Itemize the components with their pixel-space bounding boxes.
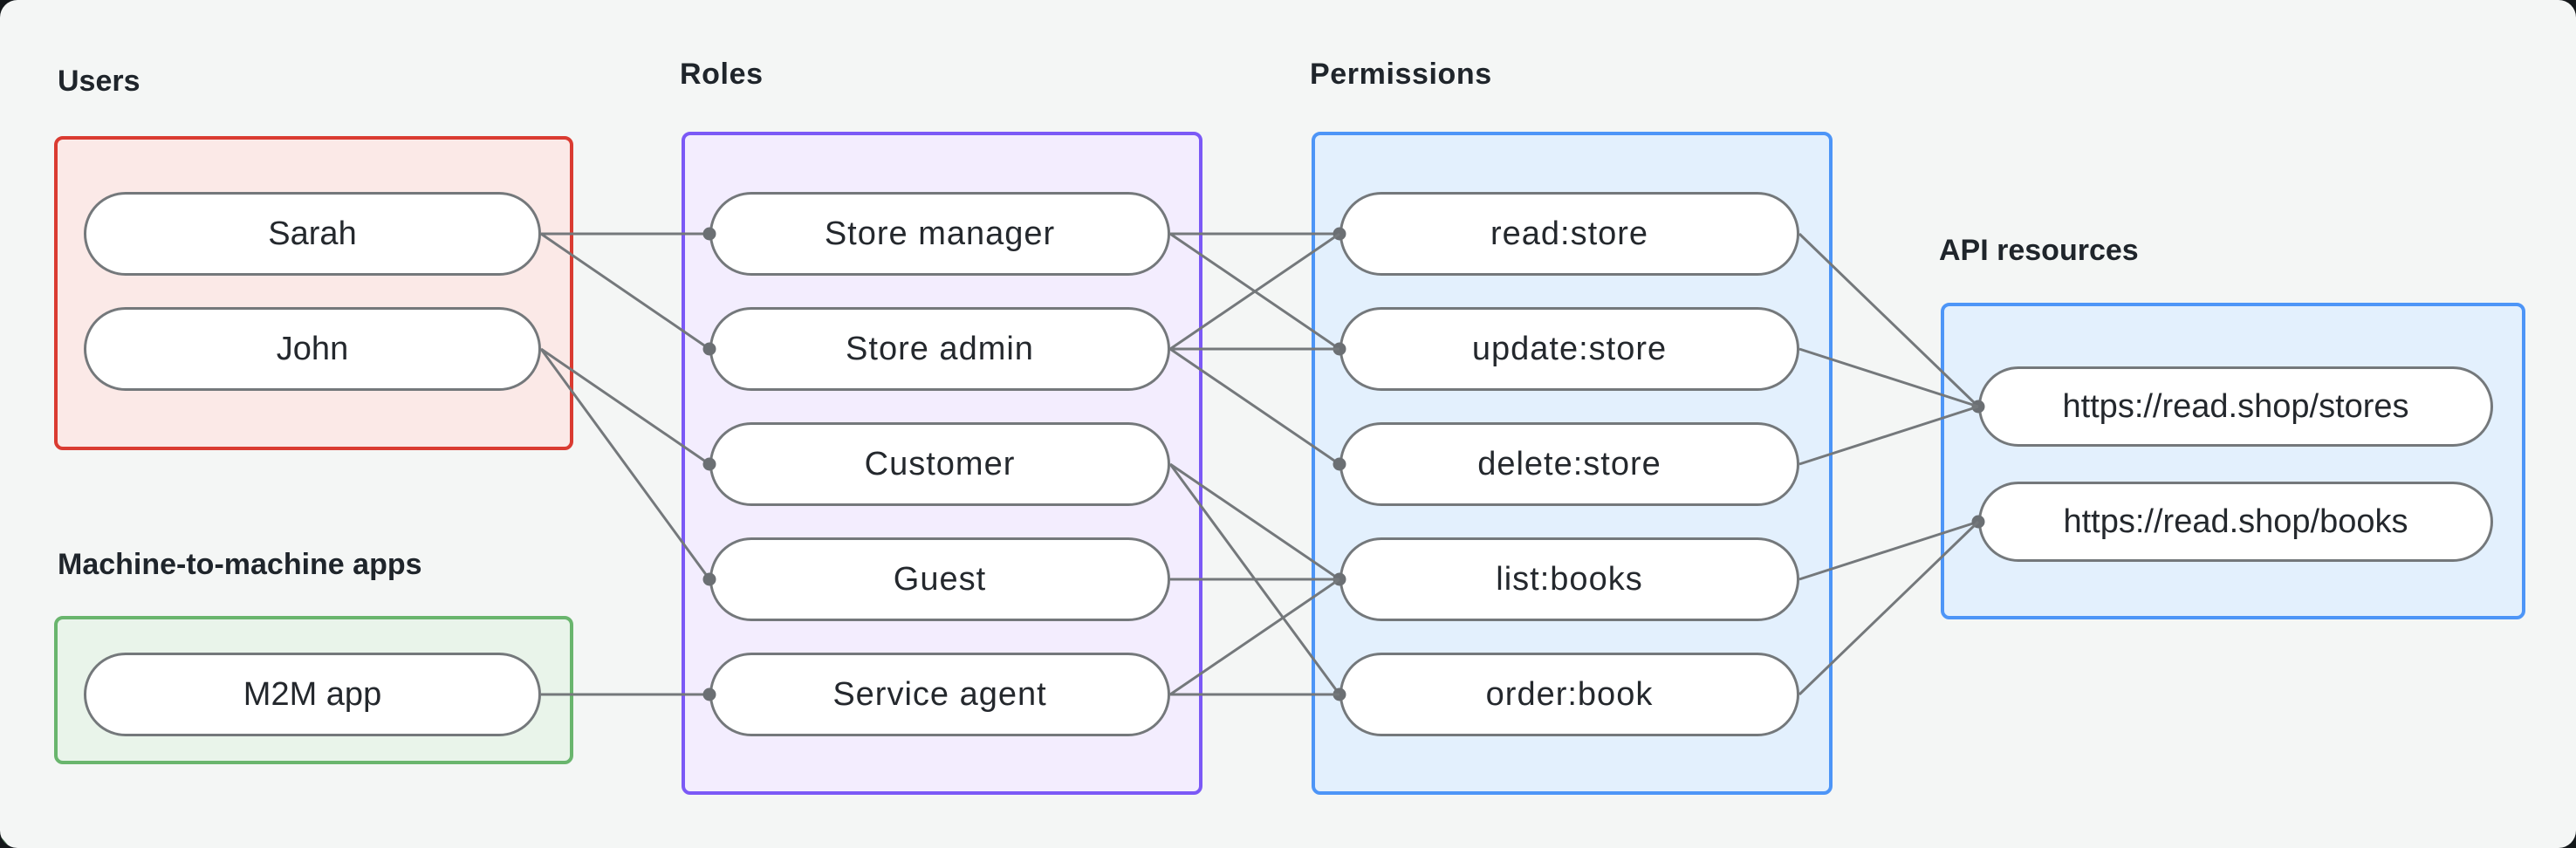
role-pill-service-agent: Service agent bbox=[709, 653, 1170, 736]
role-pill-guest: Guest bbox=[709, 537, 1170, 621]
api-resource-pill-books: https://read.shop/books bbox=[1978, 482, 2493, 562]
permission-pill-list-books: list:books bbox=[1339, 537, 1799, 621]
api-resource-pill-stores: https://read.shop/stores bbox=[1978, 366, 2493, 447]
m2m-app-pill: M2M app bbox=[84, 653, 541, 736]
machine-to-machine-heading: Machine-to-machine apps bbox=[58, 548, 422, 581]
permission-pill-order-book: order:book bbox=[1339, 653, 1799, 736]
role-pill-store-manager: Store manager bbox=[709, 192, 1170, 276]
users-heading: Users bbox=[58, 65, 140, 98]
permission-pill-update-store: update:store bbox=[1339, 307, 1799, 391]
api-resources-heading: API resources bbox=[1939, 234, 2139, 267]
permission-pill-delete-store: delete:store bbox=[1339, 422, 1799, 506]
role-pill-customer: Customer bbox=[709, 422, 1170, 506]
user-pill-sarah: Sarah bbox=[84, 192, 541, 276]
role-pill-store-admin: Store admin bbox=[709, 307, 1170, 391]
api-resources-group-box bbox=[1941, 303, 2525, 619]
corner-artifact-graphic bbox=[0, 836, 10, 848]
roles-heading: Roles bbox=[680, 58, 764, 91]
permission-pill-read-store: read:store bbox=[1339, 192, 1799, 276]
user-pill-john: John bbox=[84, 307, 541, 391]
users-group-box bbox=[54, 136, 573, 450]
permissions-heading: Permissions bbox=[1310, 58, 1492, 91]
